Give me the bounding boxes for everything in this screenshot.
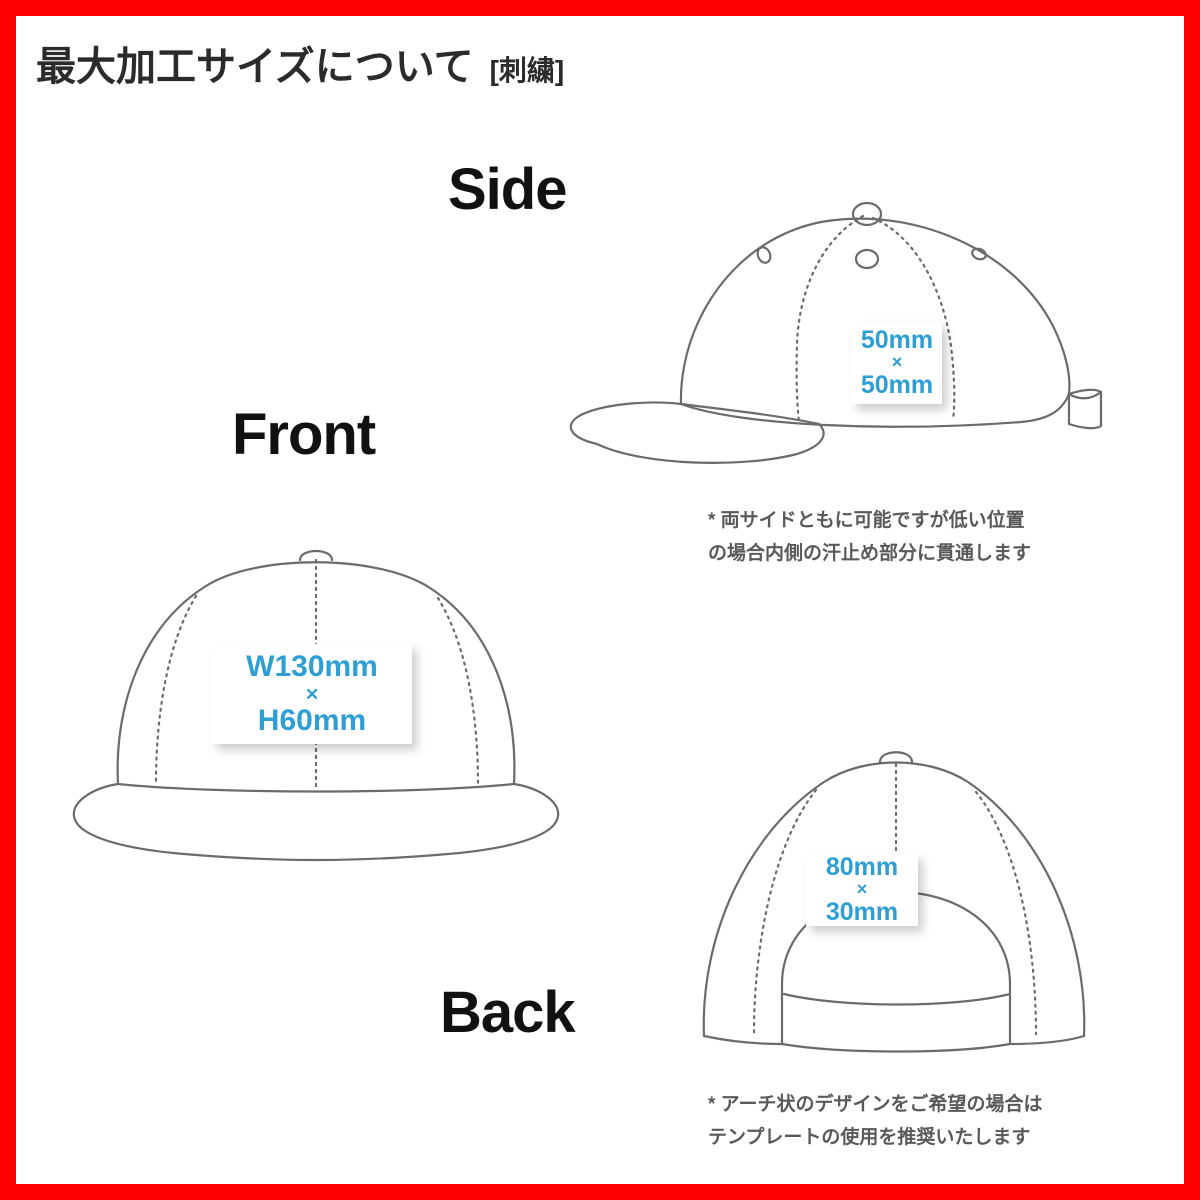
side-brim-crease	[679, 402, 821, 426]
content-canvas: 最大加工サイズについて [刺繍] Side Front Back	[16, 16, 1184, 1184]
side-top-button	[851, 201, 883, 227]
side-crown-bottom	[679, 392, 1071, 428]
side-crown-outline	[679, 217, 1071, 406]
size-back-height: 30mm	[825, 897, 899, 926]
view-label-back: Back	[440, 980, 576, 1045]
decoration-method-tag: [刺繍]	[489, 55, 565, 86]
page-title: 最大加工サイズについて [刺繍]	[36, 34, 564, 92]
back-bottom-right	[1008, 1034, 1086, 1046]
size-side-separator: ×	[891, 352, 903, 373]
side-closure-tab	[1067, 388, 1103, 430]
size-front-height: H60mm	[257, 703, 367, 737]
side-brim-outline	[569, 401, 825, 464]
back-crown-outline	[702, 761, 1086, 1038]
side-eyelet-3	[971, 247, 987, 261]
front-seam-left	[154, 594, 198, 786]
front-top-button	[298, 549, 334, 562]
size-callout-back: 80mm × 30mm	[806, 854, 918, 926]
cap-illustration-side	[561, 176, 1121, 476]
back-strap-bottom	[780, 1042, 1012, 1053]
size-front-separator: ×	[305, 681, 319, 707]
back-strap-band	[782, 992, 1012, 1006]
size-front-width: W130mm	[246, 649, 378, 683]
size-side-width: 50mm	[860, 325, 934, 354]
side-seam-rear	[871, 216, 956, 422]
size-callout-front: W130mm × H60mm	[212, 644, 412, 744]
note-side-line1: * 両サイドともに可能ですが低い位置	[708, 510, 1025, 531]
side-eyelet-1	[756, 246, 772, 264]
note-back: * アーチ状のデザインをご希望の場合は テンプレートの使用を推奨いたします	[708, 1088, 1043, 1155]
front-crown-bottom	[116, 782, 516, 793]
view-label-side: Side	[448, 157, 567, 222]
side-closure-tab-fold	[1067, 390, 1103, 400]
size-side-height: 50mm	[860, 370, 934, 399]
cap-illustration-back	[692, 716, 1096, 1066]
back-bottom-left	[702, 1034, 784, 1046]
note-side-line2: の場合内側の汗止め部分に貫通します	[708, 543, 1032, 565]
back-seam-left	[752, 788, 818, 1036]
size-back-width: 80mm	[825, 852, 899, 881]
front-seam-right	[436, 596, 480, 786]
back-seam-right	[974, 790, 1038, 1036]
view-label-front: Front	[232, 402, 376, 467]
note-back-line2: テンプレートの使用を推奨いたします	[708, 1127, 1031, 1149]
page-title-text: 最大加工サイズについて	[36, 45, 474, 89]
size-callout-side: 50mm × 50mm	[852, 322, 942, 404]
side-eyelet-2	[854, 248, 880, 270]
note-back-line1: * アーチ状のデザインをご希望の場合は	[708, 1094, 1043, 1115]
back-top-button	[878, 751, 914, 764]
size-back-separator: ×	[856, 879, 868, 900]
note-side: * 両サイドともに可能ですが低い位置 の場合内側の汗止め部分に貫通します	[708, 504, 1031, 571]
front-crown-outline	[116, 561, 516, 786]
side-seam-front	[795, 214, 865, 424]
front-brim-outline	[72, 782, 560, 862]
